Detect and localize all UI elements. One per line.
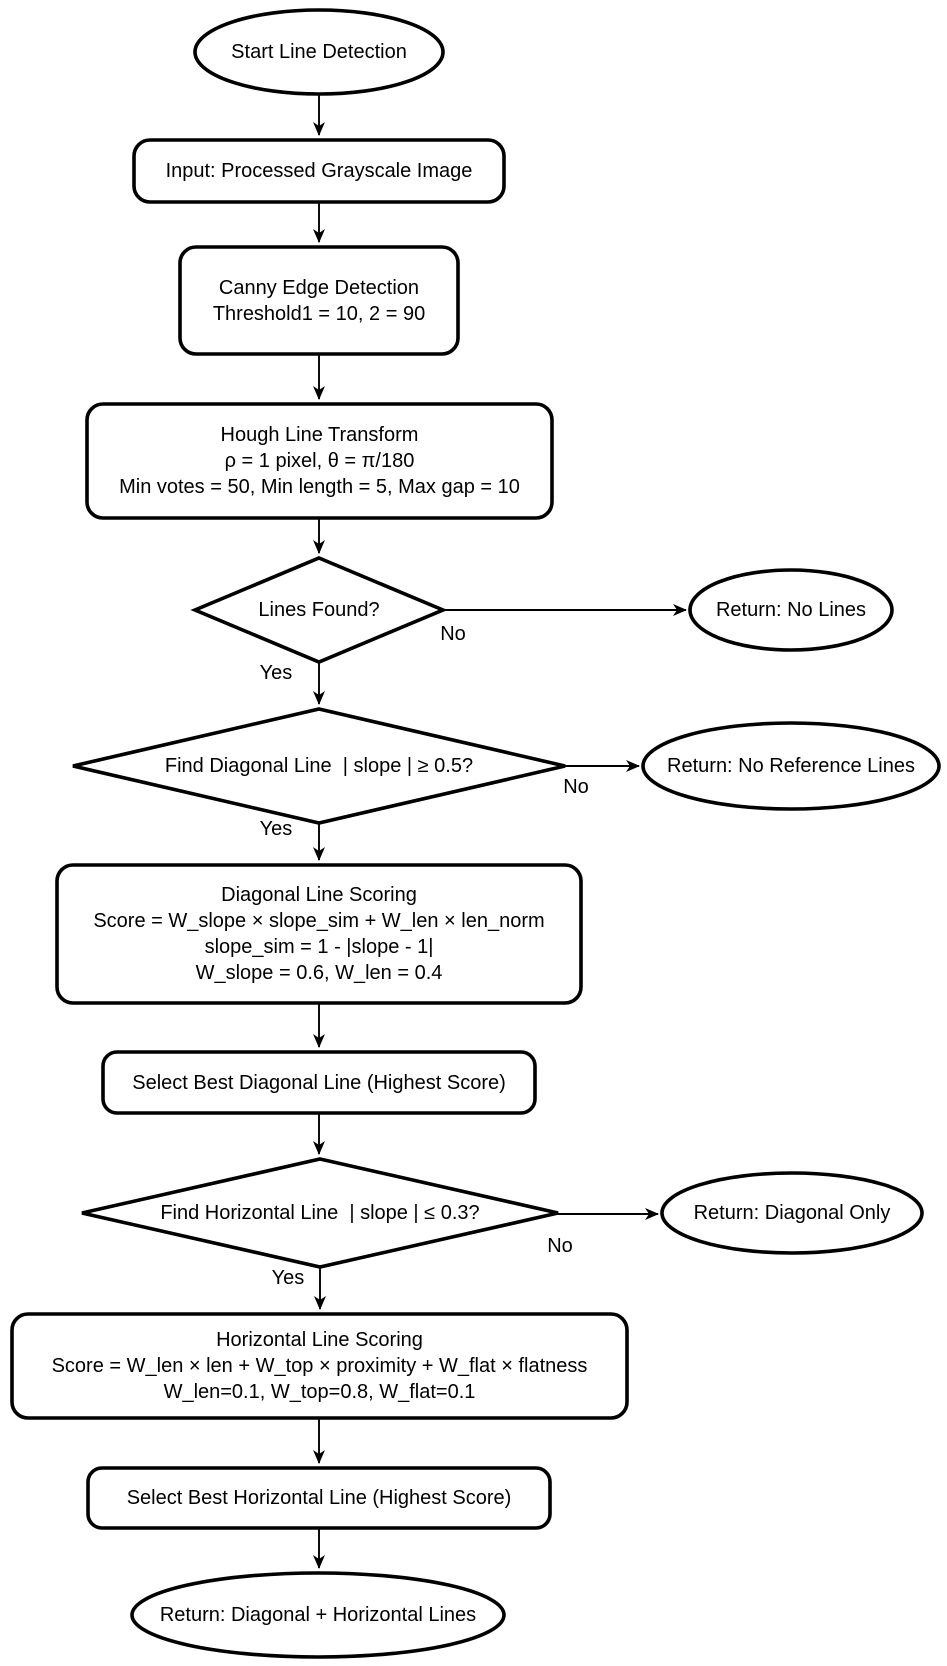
- node-diagonal-scoring-line-4: W_slope = 0.6, W_len = 0.4: [195, 962, 443, 984]
- node-find-horizontal: Find Horizontal Line | slope | ≤ 0.3?: [82, 1159, 558, 1267]
- node-horizontal-scoring: Horizontal Line Scoring Score = W_len × …: [12, 1314, 627, 1418]
- node-lines-found-label: Lines Found?: [258, 599, 380, 621]
- node-diagonal-scoring: Diagonal Line Scoring Score = W_slope × …: [57, 865, 581, 1003]
- node-start: Start Line Detection: [195, 10, 443, 94]
- return-no-lines-terminator-shape: [688, 568, 894, 652]
- edge-label-find-diagonal-no: No: [563, 776, 589, 798]
- node-hough-line-1: Hough Line Transform: [220, 424, 419, 446]
- node-shapes: [10, 8, 941, 1659]
- node-start-label: Start Line Detection: [231, 41, 407, 63]
- return-no-reference-terminator-shape: [641, 721, 941, 811]
- node-canny: Canny Edge Detection Threshold1 = 10, 2 …: [180, 247, 458, 354]
- node-input: Input: Processed Grayscale Image: [134, 140, 504, 202]
- hough-process-shape: [85, 402, 554, 520]
- canny-process-shape: [178, 245, 460, 356]
- select-diagonal-process-shape: [101, 1050, 537, 1115]
- select-horizontal-process-shape: [86, 1466, 552, 1530]
- node-hough-line-2: ρ = 1 pixel, θ = π/180: [224, 450, 415, 472]
- node-find-horizontal-label: Find Horizontal Line | slope | ≤ 0.3?: [160, 1202, 480, 1224]
- return-diagonal-only-terminator-shape: [660, 1171, 924, 1255]
- node-input-label: Input: Processed Grayscale Image: [165, 160, 473, 182]
- node-select-diagonal: Select Best Diagonal Line (Highest Score…: [103, 1052, 535, 1113]
- node-return-no-reference-label: Return: No Reference Lines: [667, 755, 915, 777]
- node-return-no-lines: Return: No Lines: [690, 570, 892, 650]
- node-hough: Hough Line Transform ρ = 1 pixel, θ = π/…: [87, 404, 552, 518]
- edge-lines: [313, 95, 687, 1569]
- input-process-shape: [132, 138, 506, 204]
- node-canny-line-1: Canny Edge Detection: [218, 276, 420, 299]
- diagonal-scoring-process-shape: [55, 863, 583, 1005]
- node-select-diagonal-label: Select Best Diagonal Line (Highest Score…: [132, 1071, 506, 1094]
- edge-label-find-diagonal-yes: Yes: [259, 818, 293, 840]
- find-diagonal-decision-shape: [72, 707, 566, 825]
- node-find-diagonal: Find Diagonal Line | slope | ≥ 0.5?: [73, 709, 565, 823]
- start-terminator-shape: [193, 8, 445, 96]
- node-horizontal-scoring-line-3: W_len=0.1, W_top=0.8, W_flat=0.1: [163, 1381, 476, 1403]
- node-return-both-label: Return: Diagonal + Horizontal Lines: [159, 1604, 477, 1626]
- lines-found-decision-shape: [190, 556, 448, 664]
- node-return-both: Return: Diagonal + Horizontal Lines: [132, 1573, 504, 1657]
- edge-label-find-horizontal-no: No: [547, 1235, 573, 1257]
- node-diagonal-scoring-line-1: Diagonal Line Scoring: [221, 884, 417, 906]
- node-diagonal-scoring-line-2: Score = W_slope × slope_sim + W_len × le…: [93, 910, 545, 932]
- node-return-diagonal-only-label: Return: Diagonal Only: [693, 1202, 891, 1224]
- node-diagonal-scoring-line-3: slope_sim = 1 - |slope - 1|: [204, 936, 434, 958]
- node-return-diagonal-only: Return: Diagonal Only: [662, 1173, 922, 1253]
- node-canny-line-2: Threshold1 = 10, 2 = 90: [212, 302, 426, 325]
- edge-label-lines-found-no: No: [440, 623, 466, 645]
- edge-label-lines-found-yes: Yes: [259, 662, 293, 684]
- node-horizontal-scoring-line-1: Horizontal Line Scoring: [216, 1329, 423, 1351]
- node-return-no-lines-label: Return: No Lines: [715, 599, 867, 621]
- node-horizontal-scoring-line-2: Score = W_len × len + W_top × proximity …: [51, 1355, 588, 1377]
- node-return-no-reference: Return: No Reference Lines: [643, 723, 939, 809]
- node-hough-line-3: Min votes = 50, Min length = 5, Max gap …: [119, 476, 520, 498]
- horizontal-scoring-process-shape: [10, 1312, 629, 1420]
- edge-label-find-horizontal-yes: Yes: [271, 1267, 305, 1289]
- find-horizontal-decision-shape: [81, 1157, 559, 1269]
- return-both-terminator-shape: [130, 1571, 506, 1659]
- node-select-horizontal-label: Select Best Horizontal Line (Highest Sco…: [126, 1487, 512, 1509]
- node-select-horizontal: Select Best Horizontal Line (Highest Sco…: [88, 1468, 550, 1528]
- node-find-diagonal-label: Find Diagonal Line | slope | ≥ 0.5?: [164, 755, 474, 777]
- node-lines-found: Lines Found?: [195, 558, 443, 662]
